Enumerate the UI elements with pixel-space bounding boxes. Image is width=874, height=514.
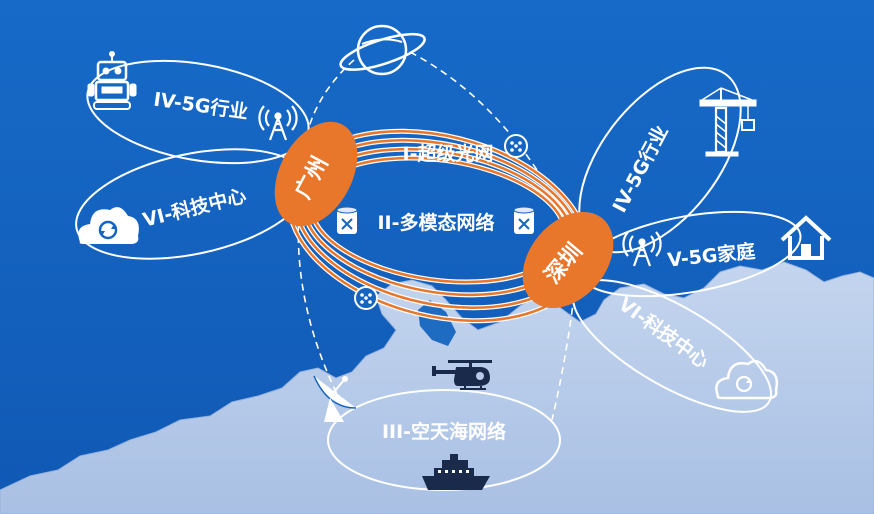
signal-tower-icon-home [622, 231, 662, 267]
helicopter-icon [432, 360, 492, 390]
label-multimode: II-多模态网络 [377, 211, 494, 234]
cloud-sync-icon [78, 207, 139, 244]
city-badge-guangzhou: 广州 [274, 121, 358, 227]
robot-icon [87, 51, 137, 110]
ship-icon [422, 454, 490, 490]
inner-bay [418, 300, 456, 346]
router-icon-right [513, 206, 535, 234]
dashed-link-planet-guangzhou [307, 59, 355, 131]
router-icon-left [336, 206, 358, 234]
dashed-link-shenzhen-sea [551, 295, 575, 421]
label-space-air-sea: III-空天海网络 [382, 420, 506, 443]
house-icon [780, 215, 832, 260]
planet-icon [339, 24, 426, 76]
satellite-dish-icon [313, 375, 357, 422]
city-badge-shenzhen: 深圳 [522, 211, 614, 309]
fiber-node-icon [504, 134, 528, 158]
fiber-node-icon-lower [354, 286, 378, 310]
label-super-optical: I-超级光网 [403, 142, 494, 165]
cloud-sync-icon-sz [715, 359, 779, 400]
crane-icon [699, 87, 757, 157]
